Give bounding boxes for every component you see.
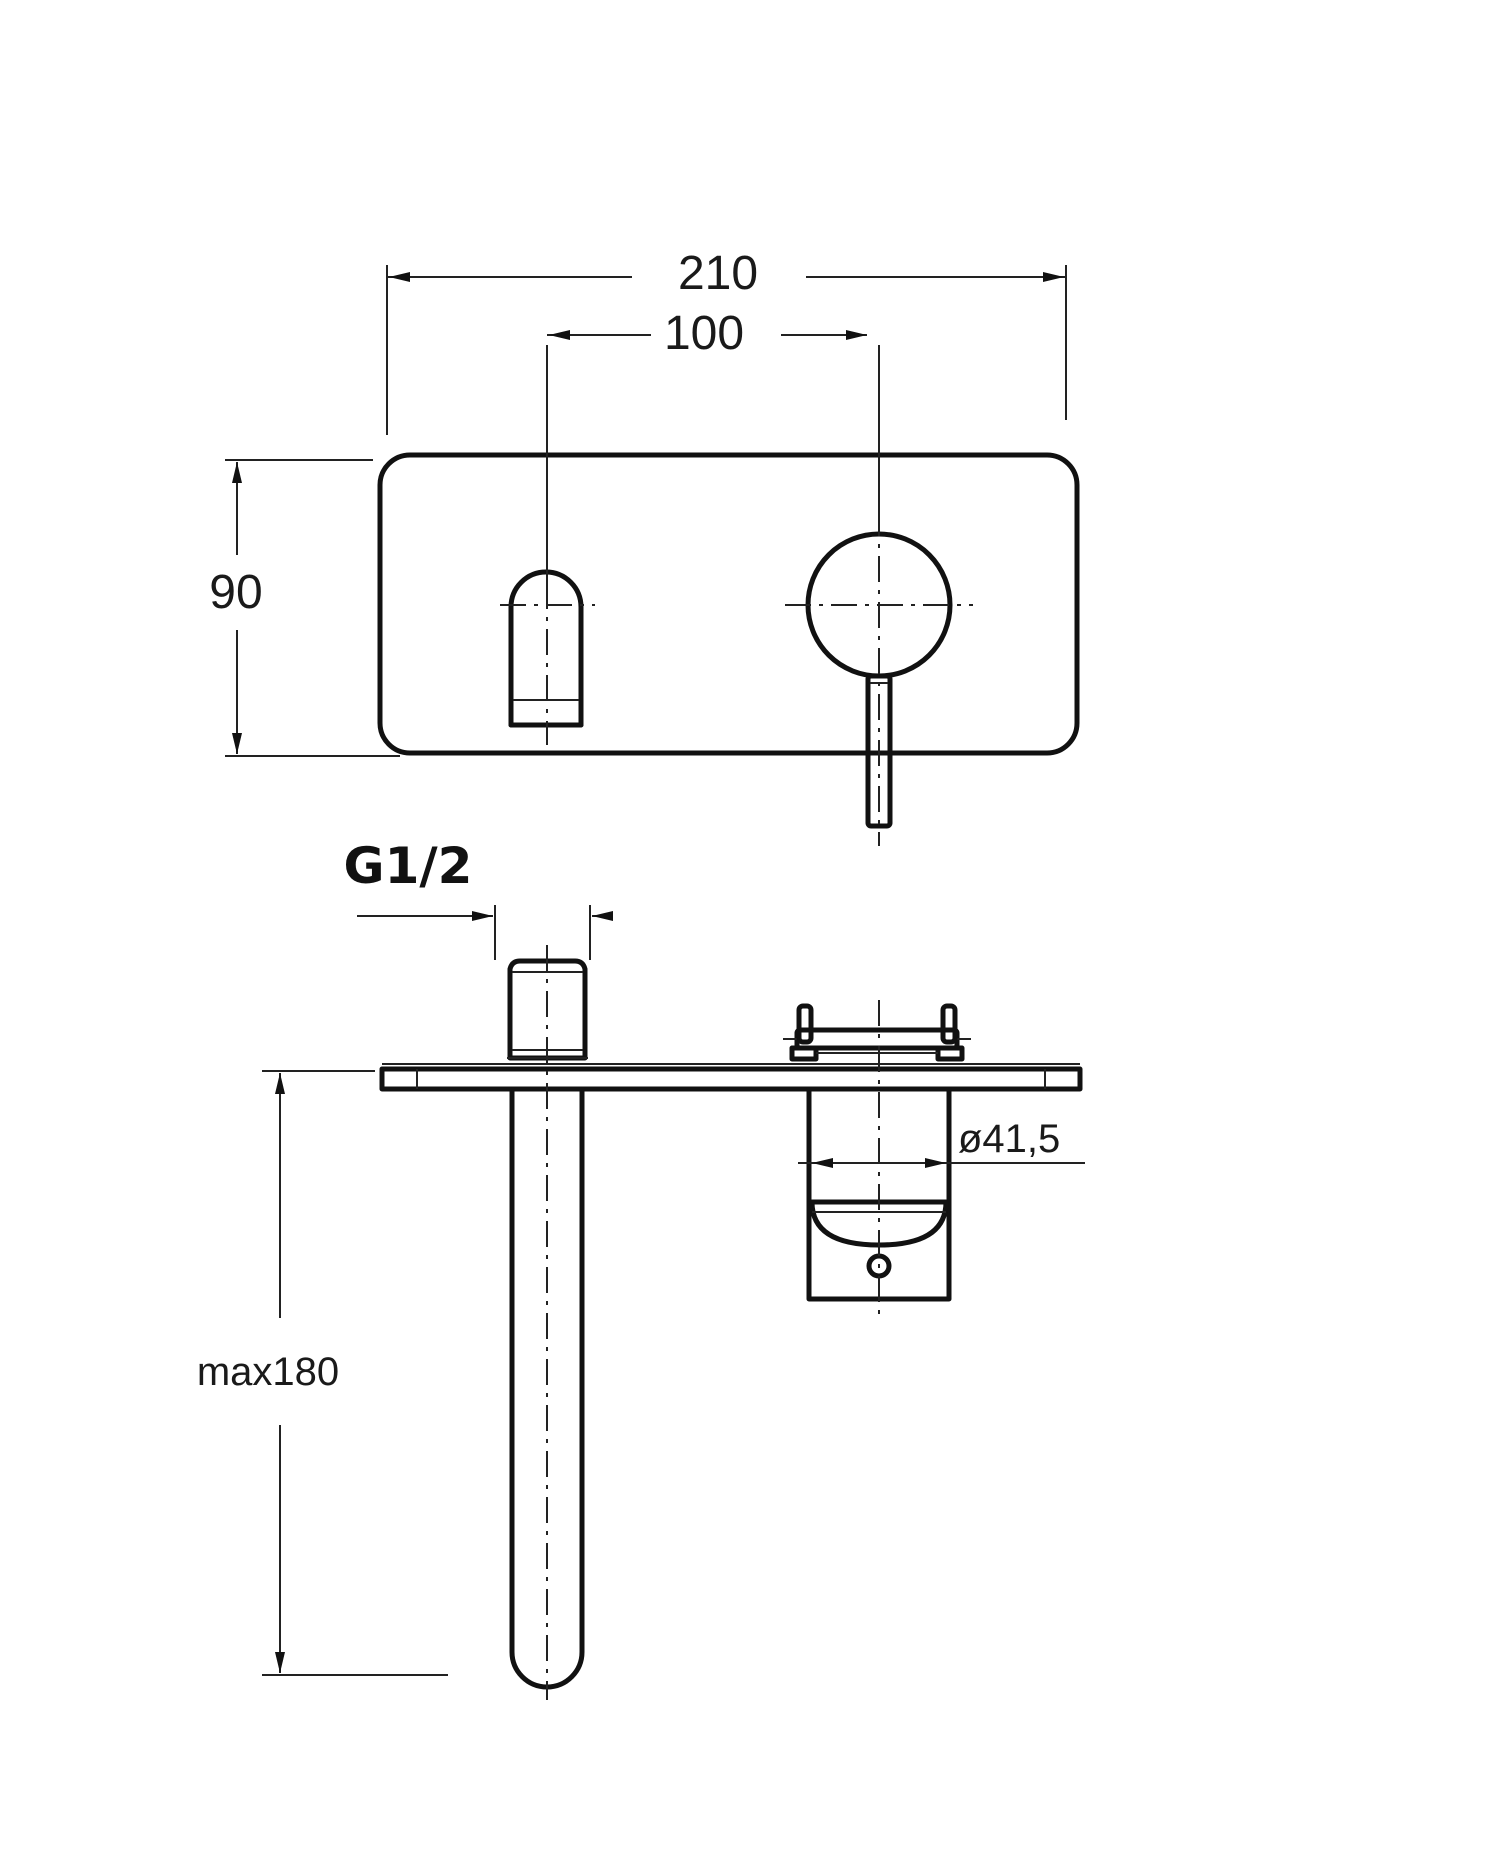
- dimension-max180: max180: [197, 1070, 448, 1676]
- front-cover-plate: [377, 452, 1080, 756]
- dimension-label-90: 90: [209, 566, 262, 619]
- dimension-diameter: ø41,5: [798, 1117, 1085, 1168]
- front-view: 210 100 90: [209, 247, 1080, 846]
- dimension-90: 90: [209, 459, 400, 757]
- dimension-label-210: 210: [678, 247, 758, 300]
- dimension-210: 210: [386, 247, 1067, 435]
- dimension-label-100: 100: [664, 307, 744, 360]
- side-view: G1/2 ø41,5 max180: [197, 837, 1085, 1700]
- front-centerlines: [500, 510, 973, 846]
- dimension-label-g1-2: G1/2: [344, 837, 473, 895]
- side-cover-plate: [379, 1066, 1083, 1092]
- dimension-label-diameter: ø41,5: [958, 1117, 1060, 1161]
- dimension-100: 100: [546, 307, 880, 583]
- side-centerlines: [546, 945, 880, 1700]
- dimension-g1-2: G1/2: [344, 837, 613, 960]
- dimension-label-max180: max180: [197, 1350, 339, 1394]
- mounting-bracket: [783, 1003, 971, 1062]
